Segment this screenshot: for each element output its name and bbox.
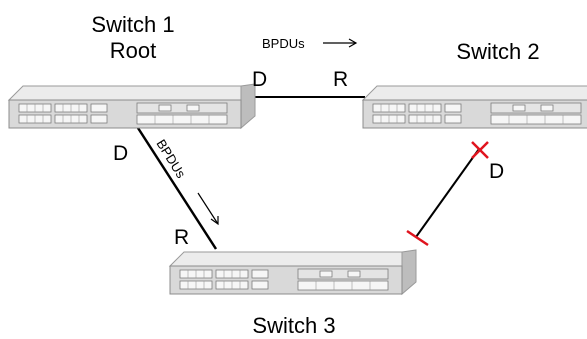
blocked-x-icon: [471, 141, 489, 159]
bpdu-arrow-right-icon: [323, 38, 358, 48]
switch-1-role: Root: [110, 38, 156, 63]
port-label-switch1-to-switch2: D: [252, 68, 267, 91]
port-label-switch1-to-switch3: D: [113, 142, 128, 165]
switch-1-device: [8, 83, 256, 129]
switch-3-name: Switch 3: [252, 313, 335, 338]
blocked-port-marker: [406, 229, 429, 247]
switch-1-name: Switch 1: [91, 12, 174, 37]
link-switch2-switch3: [415, 148, 480, 238]
port-label-switch2-to-switch3: D: [489, 160, 504, 183]
port-label-switch2-from-switch1: R: [333, 68, 348, 91]
bpdu-label-top: BPDUs: [262, 36, 305, 51]
switch-2-name: Switch 2: [456, 39, 539, 64]
switch-3-device: [169, 249, 417, 295]
switch-2-device: [362, 83, 587, 129]
port-label-switch3-from-switch1: R: [174, 226, 189, 249]
bpdu-arrow-diagonal-icon: [197, 192, 219, 226]
link-switch1-switch3: [136, 127, 218, 250]
